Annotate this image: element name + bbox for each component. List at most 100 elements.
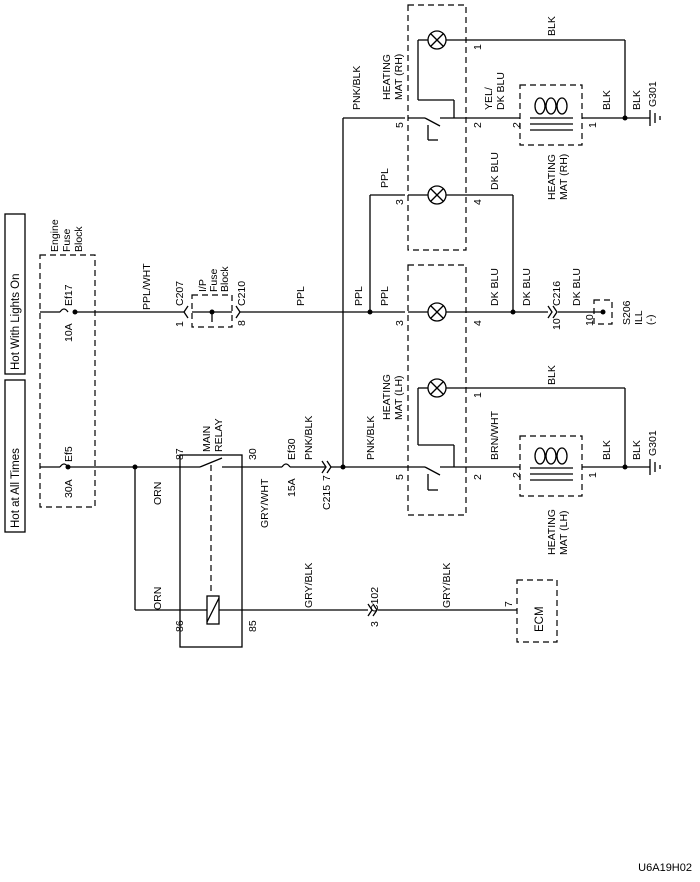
lh-blk-splice bbox=[622, 464, 628, 470]
orn-label-2: ORN bbox=[152, 587, 164, 610]
ppl-wht-label: PPL/WHT bbox=[141, 263, 153, 310]
c102-pin: 3 bbox=[369, 621, 381, 627]
hot-with-lights-on-label: Hot With Lights On bbox=[10, 273, 22, 370]
heating-mat-lh-element bbox=[519, 435, 583, 497]
dk-blu-label-2: DK BLU bbox=[489, 268, 501, 306]
s206-label-1: S206 bbox=[621, 300, 633, 325]
orn-label-1: ORN bbox=[152, 482, 164, 505]
lh-pin-4: 4 bbox=[472, 320, 484, 326]
lh-lamp-x2 bbox=[430, 305, 444, 319]
rh-coil-3 bbox=[556, 97, 568, 115]
c215-pin: 7 bbox=[321, 475, 333, 481]
pnk-blk-label-1: PNK/BLK bbox=[303, 416, 315, 460]
yel-dkblu-label: DK BLU bbox=[495, 72, 507, 110]
c207-label: C207 bbox=[174, 281, 186, 306]
c207-connector bbox=[183, 305, 189, 319]
heating-mat-rh-elem-label-2: MAT (RH) bbox=[558, 154, 570, 200]
c215-label: C215 bbox=[321, 485, 333, 510]
gry-blk-label-2: GRY/BLK bbox=[441, 563, 453, 608]
pnk-blk-label-2: PNK/BLK bbox=[365, 416, 377, 460]
ecm-box bbox=[516, 579, 558, 643]
yel-label: YEL/ bbox=[483, 87, 495, 110]
c102-connector bbox=[367, 603, 378, 617]
ecm-pin: 7 bbox=[503, 601, 515, 607]
ef17-fuse-symbol bbox=[59, 308, 69, 313]
engine-fuse-block-label-3: Block bbox=[73, 226, 85, 252]
blk-label-3: BLK bbox=[631, 90, 643, 110]
s206-box bbox=[593, 299, 613, 325]
relay-pin-30: 30 bbox=[247, 448, 259, 460]
blk-label-4: BLK bbox=[546, 365, 558, 385]
hot-at-all-times-box bbox=[4, 379, 26, 533]
ef17-label: Ef17 bbox=[63, 284, 75, 306]
engine-fuse-block-label-1: Engine bbox=[49, 219, 61, 252]
heating-mat-lh-label-1: HEATING bbox=[381, 374, 393, 420]
lh-pin-1: 1 bbox=[472, 392, 484, 398]
gry-wht-label: GRY/WHT bbox=[259, 478, 271, 528]
lh-elem-pin-1: 1 bbox=[587, 472, 599, 478]
rh-elem-pin-1: 1 bbox=[587, 122, 599, 128]
c207-pin: 1 bbox=[174, 321, 186, 327]
lh-pin-3: 3 bbox=[394, 320, 406, 326]
lh-switch-arm bbox=[424, 466, 441, 476]
dk-blu-label-4: DK BLU bbox=[571, 268, 583, 306]
figure-code: U6A19H02 bbox=[638, 862, 692, 874]
rh-blk-splice bbox=[622, 115, 628, 121]
blk-label-1: BLK bbox=[546, 16, 558, 36]
rh-pin-5: 5 bbox=[394, 122, 406, 128]
rh-elem-pin-2: 2 bbox=[511, 122, 523, 128]
ppl-label-4: PPL bbox=[379, 168, 391, 188]
ef5-label: Ef5 bbox=[63, 446, 75, 462]
g301-label-2: G301 bbox=[647, 430, 659, 456]
rh-pin-1: 1 bbox=[472, 44, 484, 50]
ecm-label: ECM bbox=[534, 606, 546, 632]
lh-elem-pin-2: 2 bbox=[511, 472, 523, 478]
ef17-rating: 10A bbox=[63, 323, 75, 342]
c216-pin: 10 bbox=[551, 318, 563, 330]
c210-pin: 8 bbox=[236, 320, 248, 326]
lh-coil-3 bbox=[556, 447, 568, 465]
ip-fuse-label-1: I/P bbox=[197, 279, 209, 292]
heating-mat-lh-label-2: MAT (LH) bbox=[393, 375, 405, 420]
ef30-label: Ef30 bbox=[286, 438, 298, 460]
relay-coil-diag bbox=[206, 597, 220, 623]
engine-fuse-block-label-2: Fuse bbox=[61, 228, 73, 252]
ip-fuse-block bbox=[191, 294, 233, 328]
rh-lamp-x2 bbox=[430, 33, 444, 47]
ef30-fuse-symbol bbox=[281, 463, 291, 468]
relay-pin-86: 86 bbox=[174, 620, 186, 632]
relay-pin-85: 85 bbox=[247, 620, 259, 632]
engine-fuse-block bbox=[39, 254, 96, 508]
heating-mat-rh-label-2: MAT (RH) bbox=[393, 54, 405, 100]
pnk-blk-label-3: PNK/BLK bbox=[351, 66, 363, 110]
lh-coil-2 bbox=[545, 447, 557, 465]
ef5-rating: 30A bbox=[63, 479, 75, 498]
ppl-label-2: PPL bbox=[353, 286, 365, 306]
ppl-label-1: PPL bbox=[295, 286, 307, 306]
main-relay-label-1: MAIN bbox=[201, 426, 213, 452]
brn-wht-label: BRN/WHT bbox=[489, 410, 501, 460]
heating-mat-rh-label-1: HEATING bbox=[381, 54, 393, 100]
dkblu-splice bbox=[510, 309, 516, 315]
rh-lamp2-x2 bbox=[430, 188, 444, 202]
c216-connector bbox=[547, 305, 558, 319]
ip-fuse-label-3: Block bbox=[219, 266, 231, 292]
s206-node bbox=[600, 309, 606, 315]
c210-label: C210 bbox=[236, 281, 248, 306]
lh-pin-5: 5 bbox=[394, 474, 406, 480]
rh-coil-2 bbox=[545, 97, 557, 115]
rh-switch-arm bbox=[424, 117, 441, 127]
dk-blu-label-3: DK BLU bbox=[521, 268, 533, 306]
s206-label-2: ILL bbox=[633, 310, 645, 325]
c216-label: C216 bbox=[551, 281, 563, 306]
blk-label-5: BLK bbox=[601, 440, 613, 460]
relay-pin-87: 87 bbox=[174, 448, 186, 460]
hot-with-lights-on-box bbox=[4, 213, 26, 375]
heating-mat-rh-element bbox=[519, 84, 583, 146]
rh-coil-1 bbox=[534, 97, 546, 115]
heating-mat-rh-elem-label-1: HEATING bbox=[546, 154, 558, 200]
rh-pin-4: 4 bbox=[472, 199, 484, 205]
lh-coil-1 bbox=[534, 447, 546, 465]
heating-mat-rh-module bbox=[407, 4, 467, 251]
